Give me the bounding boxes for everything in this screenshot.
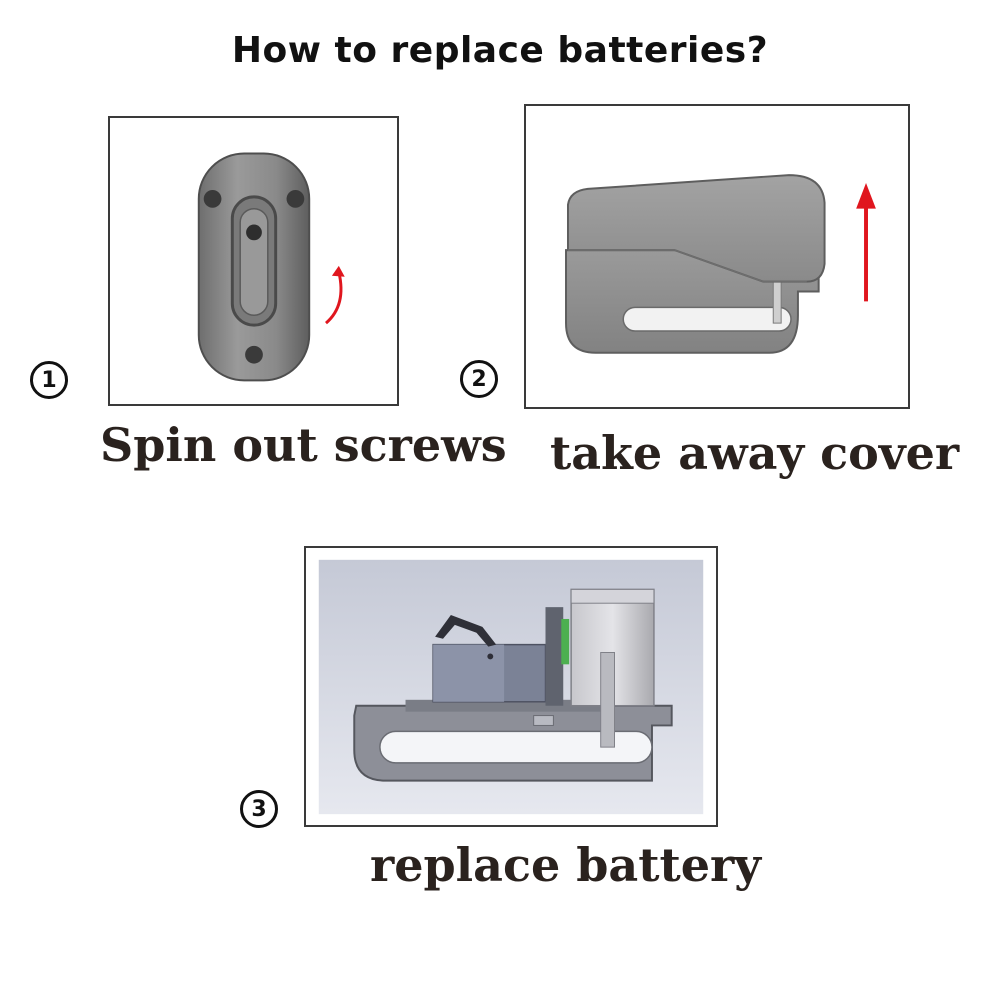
step-1-caption: Spin out screws <box>100 418 507 472</box>
step-2-number-badge: 2 <box>460 360 498 398</box>
lock-bottom-view-illustration <box>197 152 345 382</box>
lock-side-view-illustration <box>565 174 876 354</box>
lock-internal-battery-illustration <box>318 559 704 815</box>
step-1-image-frame <box>108 116 399 406</box>
step-3-caption: replace battery <box>370 838 761 892</box>
step-1-number-badge: 1 <box>30 361 68 399</box>
page-title: How to replace batteries? <box>231 30 769 71</box>
step-3-number-badge: 3 <box>240 790 278 828</box>
step-2-image-frame <box>524 104 910 409</box>
curved-arrow-icon <box>324 271 343 325</box>
step-2-caption: take away cover <box>550 426 960 480</box>
step-3-image-frame <box>304 546 718 827</box>
up-arrow-icon <box>856 182 876 302</box>
